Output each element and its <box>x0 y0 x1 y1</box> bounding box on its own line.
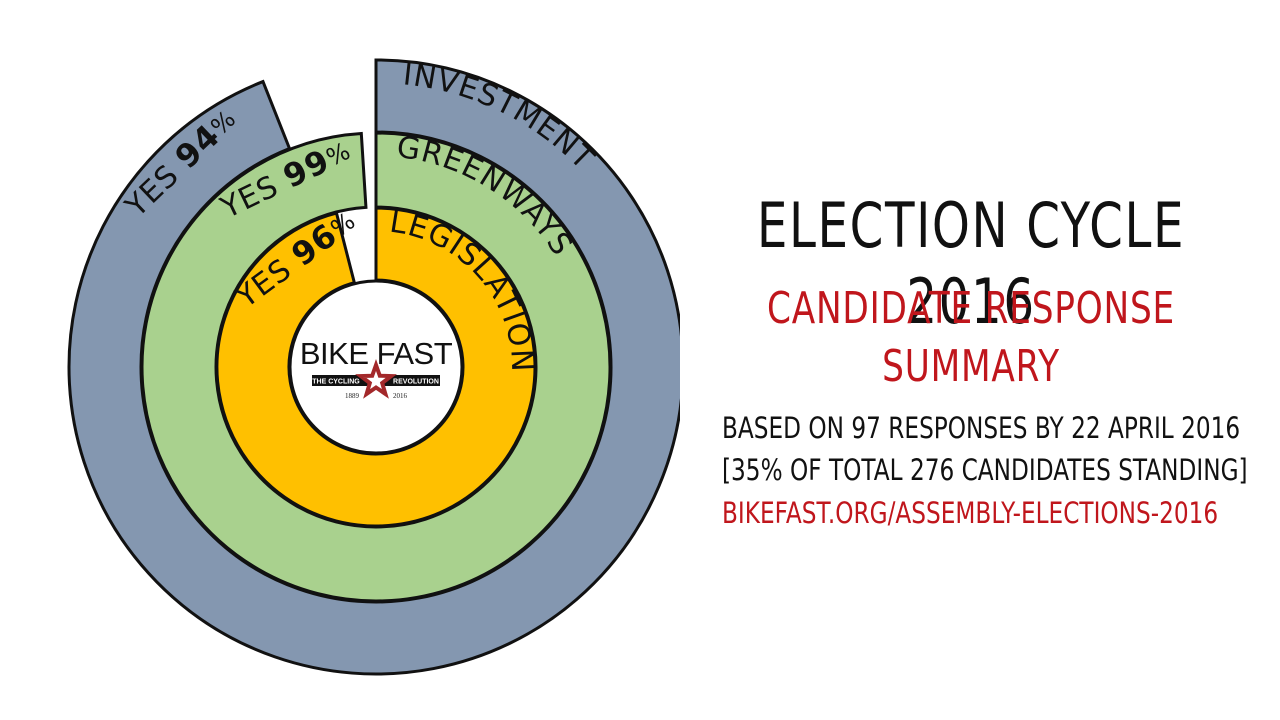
page-title: ELECTION CYCLE 2016 <box>756 189 1186 338</box>
info-share: [35% OF TOTAL 276 CANDIDATES STANDING] <box>722 453 1248 487</box>
info-responses: BASED ON 97 RESPONSES BY 22 APRIL 2016 <box>722 411 1241 445</box>
logo-year-right: 2016 <box>393 392 408 400</box>
logo-tag-left: THE CYCLING <box>312 379 360 386</box>
info-link[interactable]: BIKEFAST.ORG/ASSEMBLY-ELECTIONS-2016 <box>722 496 1219 530</box>
radial-bar-chart: INVESTMENT GREENWAYS LEGISLATION YES 94%… <box>67 57 680 676</box>
logo-tag-right: REVOLUTION <box>393 379 439 386</box>
star-icon <box>355 359 397 399</box>
page-subtitle: CANDIDATE RESPONSE SUMMARY <box>766 283 1176 392</box>
logo-year-left: 1889 <box>345 392 360 400</box>
bikefast-logo: BIKE FAST THE CYCLING REVOLUTION 1889 20… <box>288 279 464 455</box>
